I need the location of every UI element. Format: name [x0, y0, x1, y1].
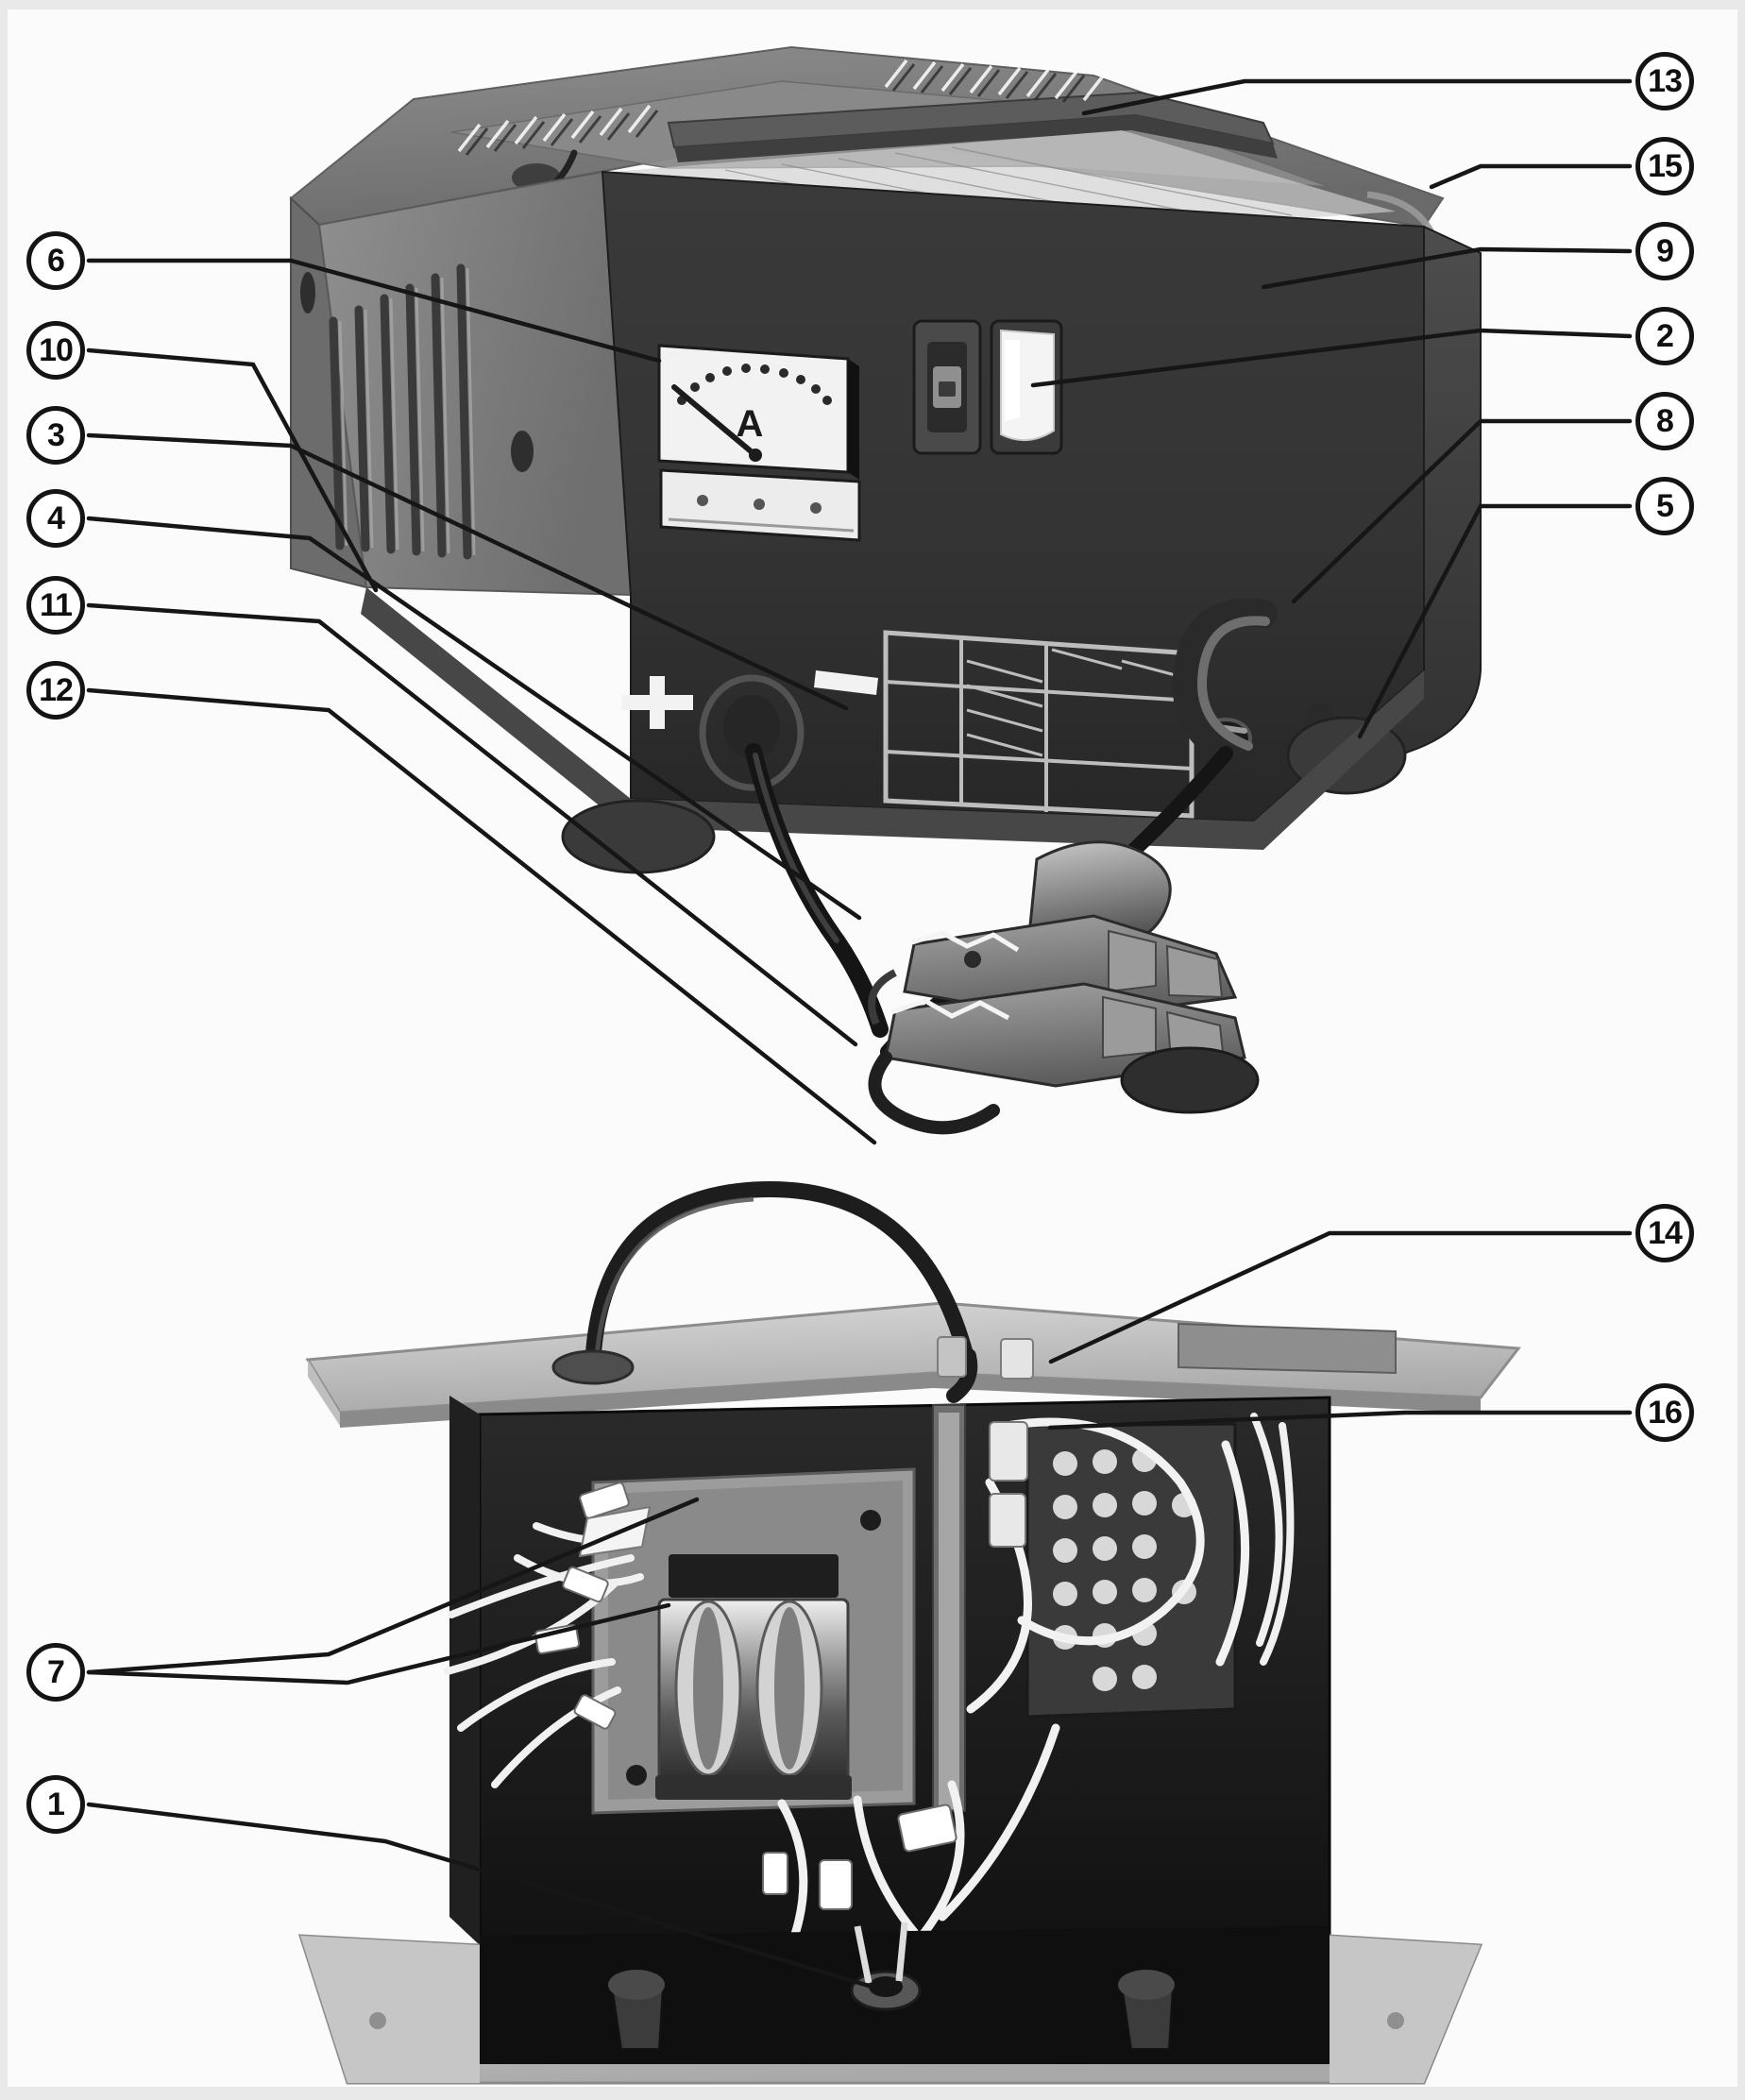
callout-3[interactable]: 3: [26, 406, 85, 465]
svg-text:A: A: [737, 403, 764, 445]
base-mount-hardware: [608, 1922, 1175, 2050]
callout-14[interactable]: 14: [1635, 1204, 1694, 1262]
leader-9: [1261, 246, 1633, 290]
wiring-harness-bottom: [777, 1723, 1060, 1950]
leader-11: [86, 602, 858, 1047]
callout-8[interactable]: 8: [1635, 392, 1694, 450]
leader-4: [86, 516, 862, 921]
leader-15: [1429, 163, 1633, 190]
callout-9[interactable]: 9: [1635, 222, 1694, 280]
ammeter-gauge-graphic: A: [657, 344, 861, 542]
callout-12[interactable]: 12: [26, 661, 85, 720]
callout-4[interactable]: 4: [26, 489, 85, 548]
leader-12: [86, 687, 877, 1145]
rocker-switch-graphic: [912, 319, 982, 455]
callout-1[interactable]: 1: [26, 1775, 85, 1834]
positive-terminal-graphic: [621, 674, 805, 791]
leader-5: [1357, 503, 1633, 739]
wire-terminals-left: [534, 1482, 630, 1730]
callout-10[interactable]: 10: [26, 321, 85, 380]
callout-11[interactable]: 11: [26, 576, 85, 635]
leader-6: [86, 258, 662, 364]
leader-14: [1048, 1230, 1633, 1364]
callout-2[interactable]: 2: [1635, 307, 1694, 365]
leader-3: [86, 432, 849, 711]
transformer-graphic: [655, 1554, 852, 1800]
leader-2: [1030, 328, 1633, 388]
leader-lines: [86, 78, 1633, 1991]
callout-7[interactable]: 7: [26, 1643, 85, 1702]
diagram-canvas: A: [8, 9, 1737, 2087]
callout-15[interactable]: 15: [1635, 137, 1694, 195]
internal-chassis-illustration: [297, 1180, 1521, 2085]
callout-13[interactable]: 13: [1635, 52, 1694, 110]
leader-13: [1081, 78, 1633, 116]
callout-5[interactable]: 5: [1635, 477, 1694, 535]
negative-terminal-graphic: [814, 670, 878, 695]
illustration-layer: A: [86, 45, 1633, 2085]
rating-label-plate: [883, 630, 1194, 819]
leader-7b: [86, 1602, 671, 1685]
toggle-switch-graphic: [990, 319, 1063, 455]
assembled-unit-illustration: A: [289, 45, 1482, 1135]
leader-7a: [86, 1497, 700, 1675]
callout-16[interactable]: 16: [1635, 1383, 1694, 1442]
leader-16: [1047, 1410, 1633, 1431]
rectifier-plate-graphic: [966, 1417, 1250, 1719]
leader-1: [86, 1802, 881, 1991]
leader-8: [1291, 418, 1633, 604]
callout-6[interactable]: 6: [26, 231, 85, 290]
leader-10: [86, 347, 379, 593]
battery-clamps-graphic: [868, 840, 1260, 1135]
